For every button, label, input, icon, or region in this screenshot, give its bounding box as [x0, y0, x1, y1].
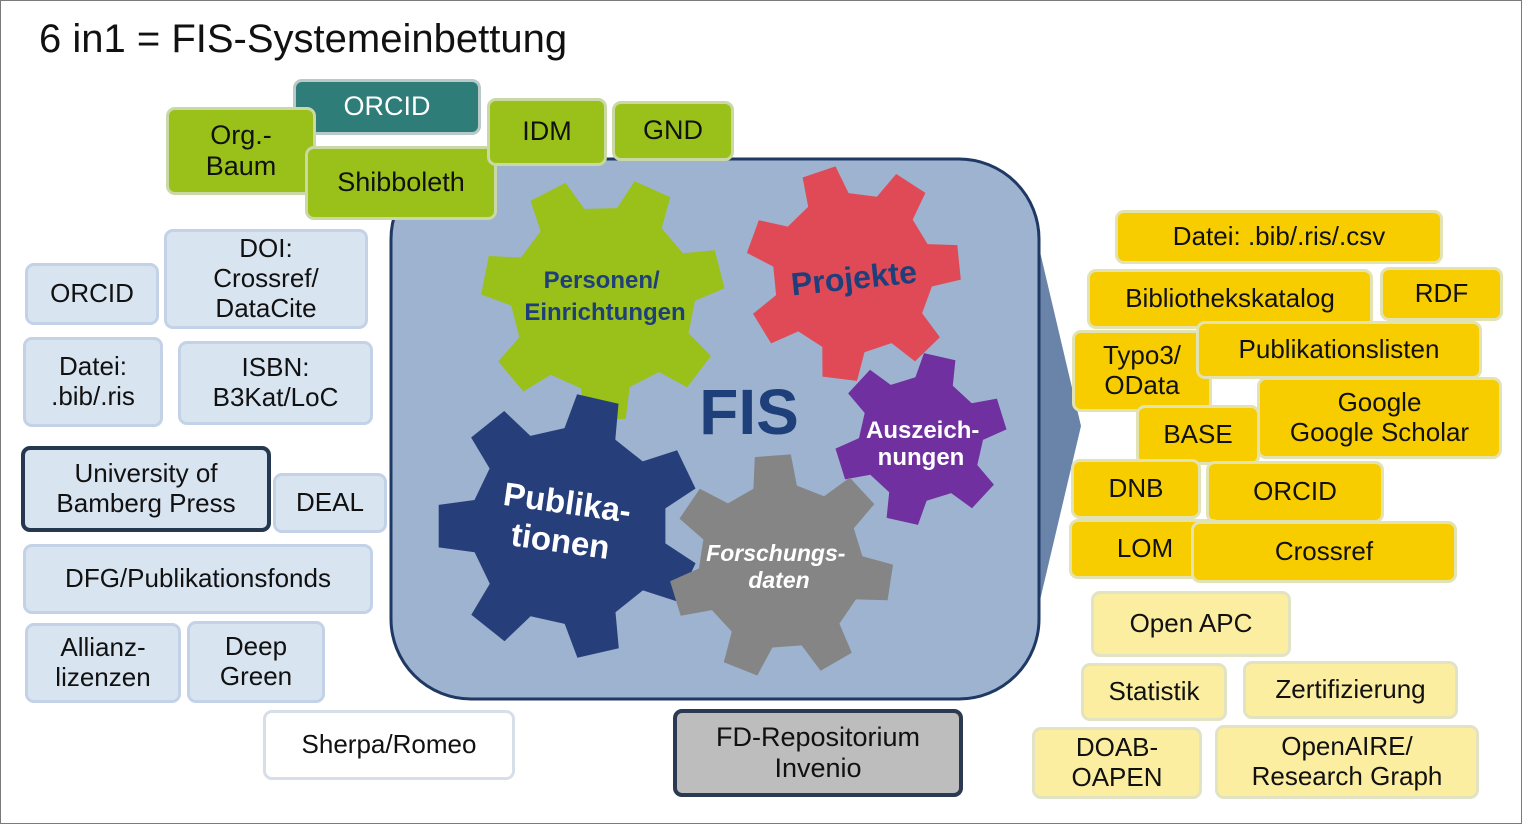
top-orcid-box: ORCID — [293, 79, 481, 135]
gear-label-auszeichnungen-line1: Auszeich- — [866, 417, 979, 444]
allianz-box: Allianz- lizenzen — [25, 623, 181, 703]
gear-label-personen: Personen/ Einrichtungen — [524, 267, 685, 326]
gear-label-auszeichnungen: Auszeich- nungen — [866, 417, 986, 471]
gear-personen — [481, 181, 725, 420]
dnb-box: DNB — [1071, 459, 1201, 519]
doi-box: DOI: Crossref/ DataCite — [164, 229, 368, 329]
typo3-box: Typo3/ OData — [1072, 330, 1212, 412]
gear-label-forschungsdaten: Forschungs- daten — [706, 540, 852, 593]
right-output-arrow — [1037, 239, 1081, 613]
left-orcid-box: ORCID — [25, 263, 159, 325]
gear-label-personen-line2: Einrichtungen — [524, 299, 685, 326]
publikationslisten-box: Publikationslisten — [1196, 321, 1482, 379]
left-datei-box: Datei: .bib/.ris — [23, 337, 163, 427]
dfg-box: DFG/Publikationsfonds — [23, 544, 373, 614]
gear-auszeichnungen — [835, 353, 1007, 525]
org-baum-box: Org.- Baum — [166, 107, 316, 195]
statistik-box: Statistik — [1081, 663, 1227, 721]
shibboleth-box: Shibboleth — [305, 146, 497, 220]
idm-box: IDM — [487, 98, 607, 166]
gear-label-auszeichnungen-line2: nungen — [878, 444, 965, 471]
open-apc-box: Open APC — [1091, 591, 1291, 657]
crossref-box: Crossref — [1191, 521, 1457, 583]
gear-forschungsdaten — [670, 454, 893, 676]
gear-label-forschungsdaten-line2: daten — [748, 567, 809, 593]
zertifizierung-box: Zertifizierung — [1243, 661, 1458, 719]
deal-box: DEAL — [273, 473, 387, 533]
gnd-box: GND — [612, 101, 734, 161]
fd-repositorium-box: FD-Repositorium Invenio — [673, 709, 963, 797]
ubp-box: University of Bamberg Press — [21, 446, 271, 532]
gear-label-forschungsdaten-line1: Forschungs- — [706, 540, 845, 566]
right-orcid-box: ORCID — [1206, 461, 1384, 523]
slide-title: 6 in1 = FIS-Systemeinbettung — [39, 17, 568, 61]
gear-publikationen — [438, 394, 696, 658]
base-box: BASE — [1136, 405, 1260, 465]
sherpa-box: Sherpa/Romeo — [263, 710, 515, 780]
deep-green-box: Deep Green — [187, 621, 325, 703]
doab-box: DOAB- OAPEN — [1032, 727, 1202, 799]
google-box: Google Google Scholar — [1257, 377, 1502, 459]
right-datei-box: Datei: .bib/.ris/.csv — [1115, 210, 1443, 264]
bibliothekskatalog-box: Bibliothekskatalog — [1087, 269, 1373, 329]
fis-label: FIS — [699, 376, 799, 448]
openaire-box: OpenAIRE/ Research Graph — [1215, 725, 1479, 799]
gear-label-personen-line1: Personen/ — [544, 267, 660, 294]
rdf-box: RDF — [1380, 267, 1503, 321]
isbn-box: ISBN: B3Kat/LoC — [178, 341, 373, 425]
gear-projekte — [746, 166, 961, 381]
